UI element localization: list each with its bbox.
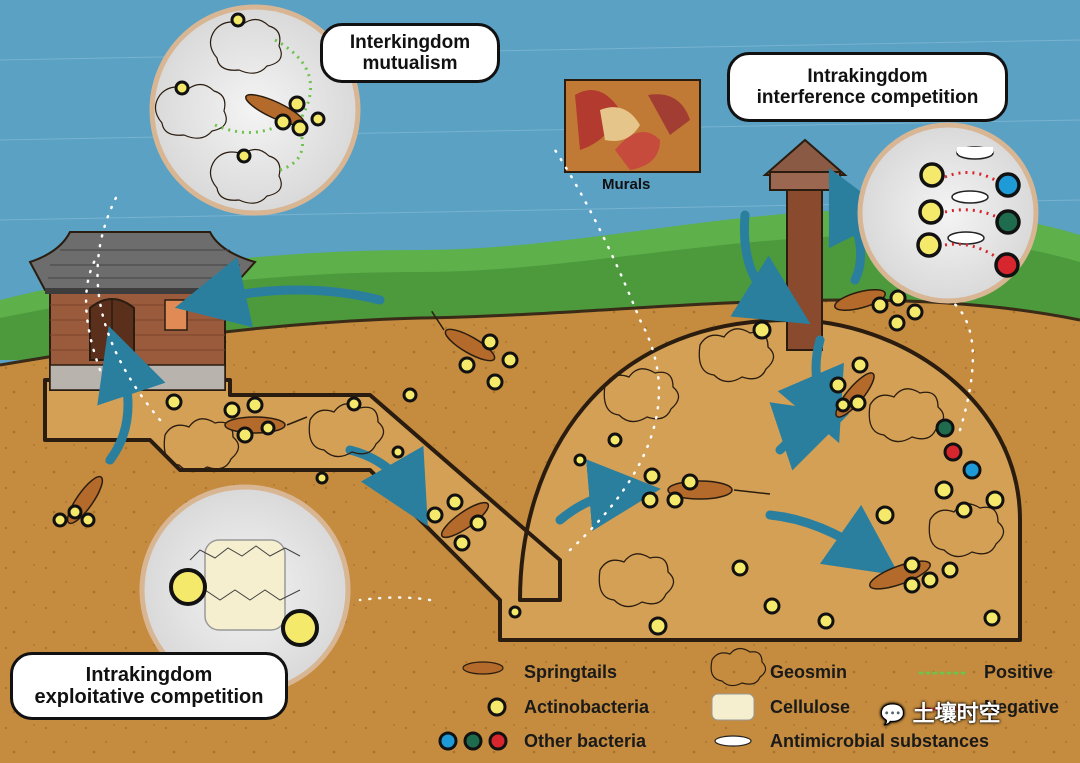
arrow-to-temple xyxy=(174,257,385,328)
watermark: 💬 土壤时空 xyxy=(880,696,1001,728)
lens-interference xyxy=(857,122,1039,304)
actinobacteria-cells xyxy=(52,289,1005,636)
callout-interkingdom-line2: mutualism xyxy=(362,53,458,74)
lens-exploitative xyxy=(139,484,351,696)
arrow-pillar-down xyxy=(730,210,811,325)
callout-interkingdom-line1: Interkingdom xyxy=(349,31,471,53)
legend-springtails: Springtails xyxy=(524,662,618,682)
arrow-dome-2 xyxy=(777,335,844,444)
callout-exploitative: Intrakingdom exploitative competition xyxy=(10,652,288,720)
legend-icons xyxy=(438,647,970,751)
geosmin-trails xyxy=(84,148,975,602)
arrow-tunnel-1 xyxy=(345,445,428,527)
legend-antimicrobial: Antimicrobial substances xyxy=(770,731,990,751)
temple-building xyxy=(28,231,257,391)
mural-label: Murals xyxy=(602,176,651,193)
callout-interkingdom: Interkingdom mutualism xyxy=(320,23,500,83)
callout-interference: Intrakingdom interference competition xyxy=(727,52,1008,122)
arrow-tunnel-2 xyxy=(555,459,661,531)
arrow-pillar-up xyxy=(828,167,894,285)
legend-positive: Positive xyxy=(984,662,1054,682)
legend-actinobacteria: Actinobacteria xyxy=(524,697,650,717)
callout-interference-line2: interference competition xyxy=(756,87,979,108)
watermark-text: 土壤时空 xyxy=(912,702,1001,727)
callout-interference-line1: Intrakingdom xyxy=(807,65,928,87)
wechat-icon: 💬 xyxy=(880,702,905,726)
legend-negative: Negative xyxy=(984,697,1060,717)
arrow-up-left xyxy=(97,325,166,465)
other-bacteria-cells xyxy=(935,418,982,480)
legend-other-bacteria: Other bacteria xyxy=(524,731,647,751)
mural-image xyxy=(564,79,701,173)
callout-exploitative-line1: Intrakingdom xyxy=(85,663,213,686)
flow-arrows xyxy=(97,167,900,576)
legend-geosmin: Geosmin xyxy=(770,662,848,682)
legend-cellulose: Cellulose xyxy=(770,697,851,717)
callout-exploitative-line2: exploitative competition xyxy=(34,686,264,708)
lens-interkingdom xyxy=(149,4,361,216)
arrow-tunnel-3 xyxy=(765,504,900,576)
